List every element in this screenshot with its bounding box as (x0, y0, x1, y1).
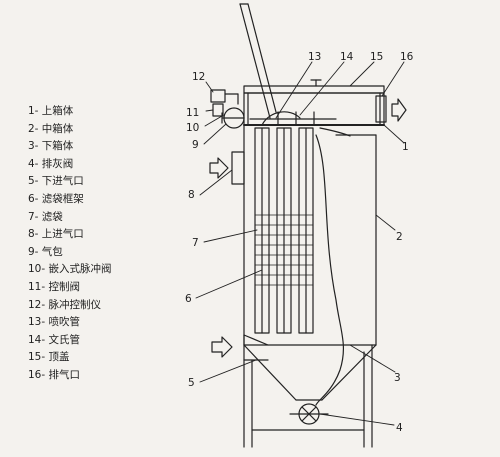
legend-item-9: 9- 气包 (28, 245, 63, 258)
airflow-curve (315, 134, 345, 406)
top-cover (243, 85, 385, 94)
leader-6 (195, 269, 263, 299)
legend-item-7: 7- 滤袋 (28, 210, 63, 223)
leader-8 (199, 169, 233, 196)
leader-11 (205, 109, 214, 112)
leader-5 (199, 359, 257, 383)
legend: 1- 上箱体 2- 中箱体 3- 下箱体 4- 排灰阀 5- 下进气口 6- 滤… (28, 103, 178, 385)
legend-item-4: 4- 排灰阀 (28, 157, 74, 170)
callout-5: 5 (188, 377, 195, 389)
leader-10 (204, 115, 223, 127)
lower-inlet-top (243, 334, 269, 346)
hopper-left (243, 344, 297, 401)
callout-8: 8 (188, 189, 195, 201)
leader-4 (319, 413, 395, 426)
callout-1: 1 (402, 141, 409, 153)
callout-14: 14 (340, 51, 354, 63)
callout-10: 10 (186, 122, 199, 134)
callout-16: 16 (400, 51, 414, 63)
callout-4: 4 (396, 422, 403, 434)
legend-item-3: 3- 下箱体 (28, 140, 74, 153)
legend-item-10: 10- 嵌入式脉冲阀 (28, 263, 112, 276)
leader-16 (381, 61, 405, 97)
legend-item-15: 15- 顶盖 (28, 351, 70, 364)
airflow-curve-2 (319, 127, 351, 137)
callout-11: 11 (186, 107, 199, 119)
legend-item-13: 13- 喷吹管 (28, 316, 80, 329)
upper-inlet-arrow (209, 157, 229, 179)
legend-item-8: 8- 上进气口 (28, 228, 84, 241)
leader-12 (205, 81, 214, 93)
legend-item-11: 11- 控制阀 (28, 280, 80, 293)
controller-box (210, 89, 226, 103)
legend-item-1: 1- 上箱体 (28, 105, 74, 117)
callout-3: 3 (394, 372, 401, 384)
legend-item-14: 14- 文氏管 (28, 333, 80, 346)
lower-inlet-arrow (211, 336, 233, 358)
legend-item-6: 6- 滤袋框架 (28, 192, 84, 205)
leader-3 (349, 344, 396, 373)
legend-item-12: 12- 脉冲控制仪 (28, 298, 101, 311)
upper-inlet (231, 151, 245, 185)
exhaust-outlet (375, 95, 387, 123)
legend-item-5: 5- 下进气口 (28, 175, 84, 188)
callout-9: 9 (192, 139, 199, 151)
leader-1 (383, 124, 405, 144)
leader-14 (299, 61, 345, 116)
legend-item-2: 2- 中箱体 (28, 122, 74, 135)
legend-item-16: 16- 排气口 (28, 368, 80, 381)
lift-rail-outer (239, 3, 271, 119)
leader-7 (203, 229, 258, 243)
callout-7: 7 (192, 237, 199, 249)
callout-13: 13 (308, 51, 321, 63)
leader-9 (203, 123, 227, 145)
lift-rail-inner (247, 3, 277, 113)
callout-6: 6 (185, 293, 192, 305)
leader-13 (275, 61, 313, 119)
exhaust-arrow (391, 98, 407, 122)
leader-15 (349, 61, 375, 87)
callout-12: 12 (192, 71, 205, 83)
callout-15: 15 (370, 51, 383, 63)
hopper-right (321, 344, 377, 401)
callout-2: 2 (396, 231, 403, 243)
leader-2 (375, 214, 396, 231)
